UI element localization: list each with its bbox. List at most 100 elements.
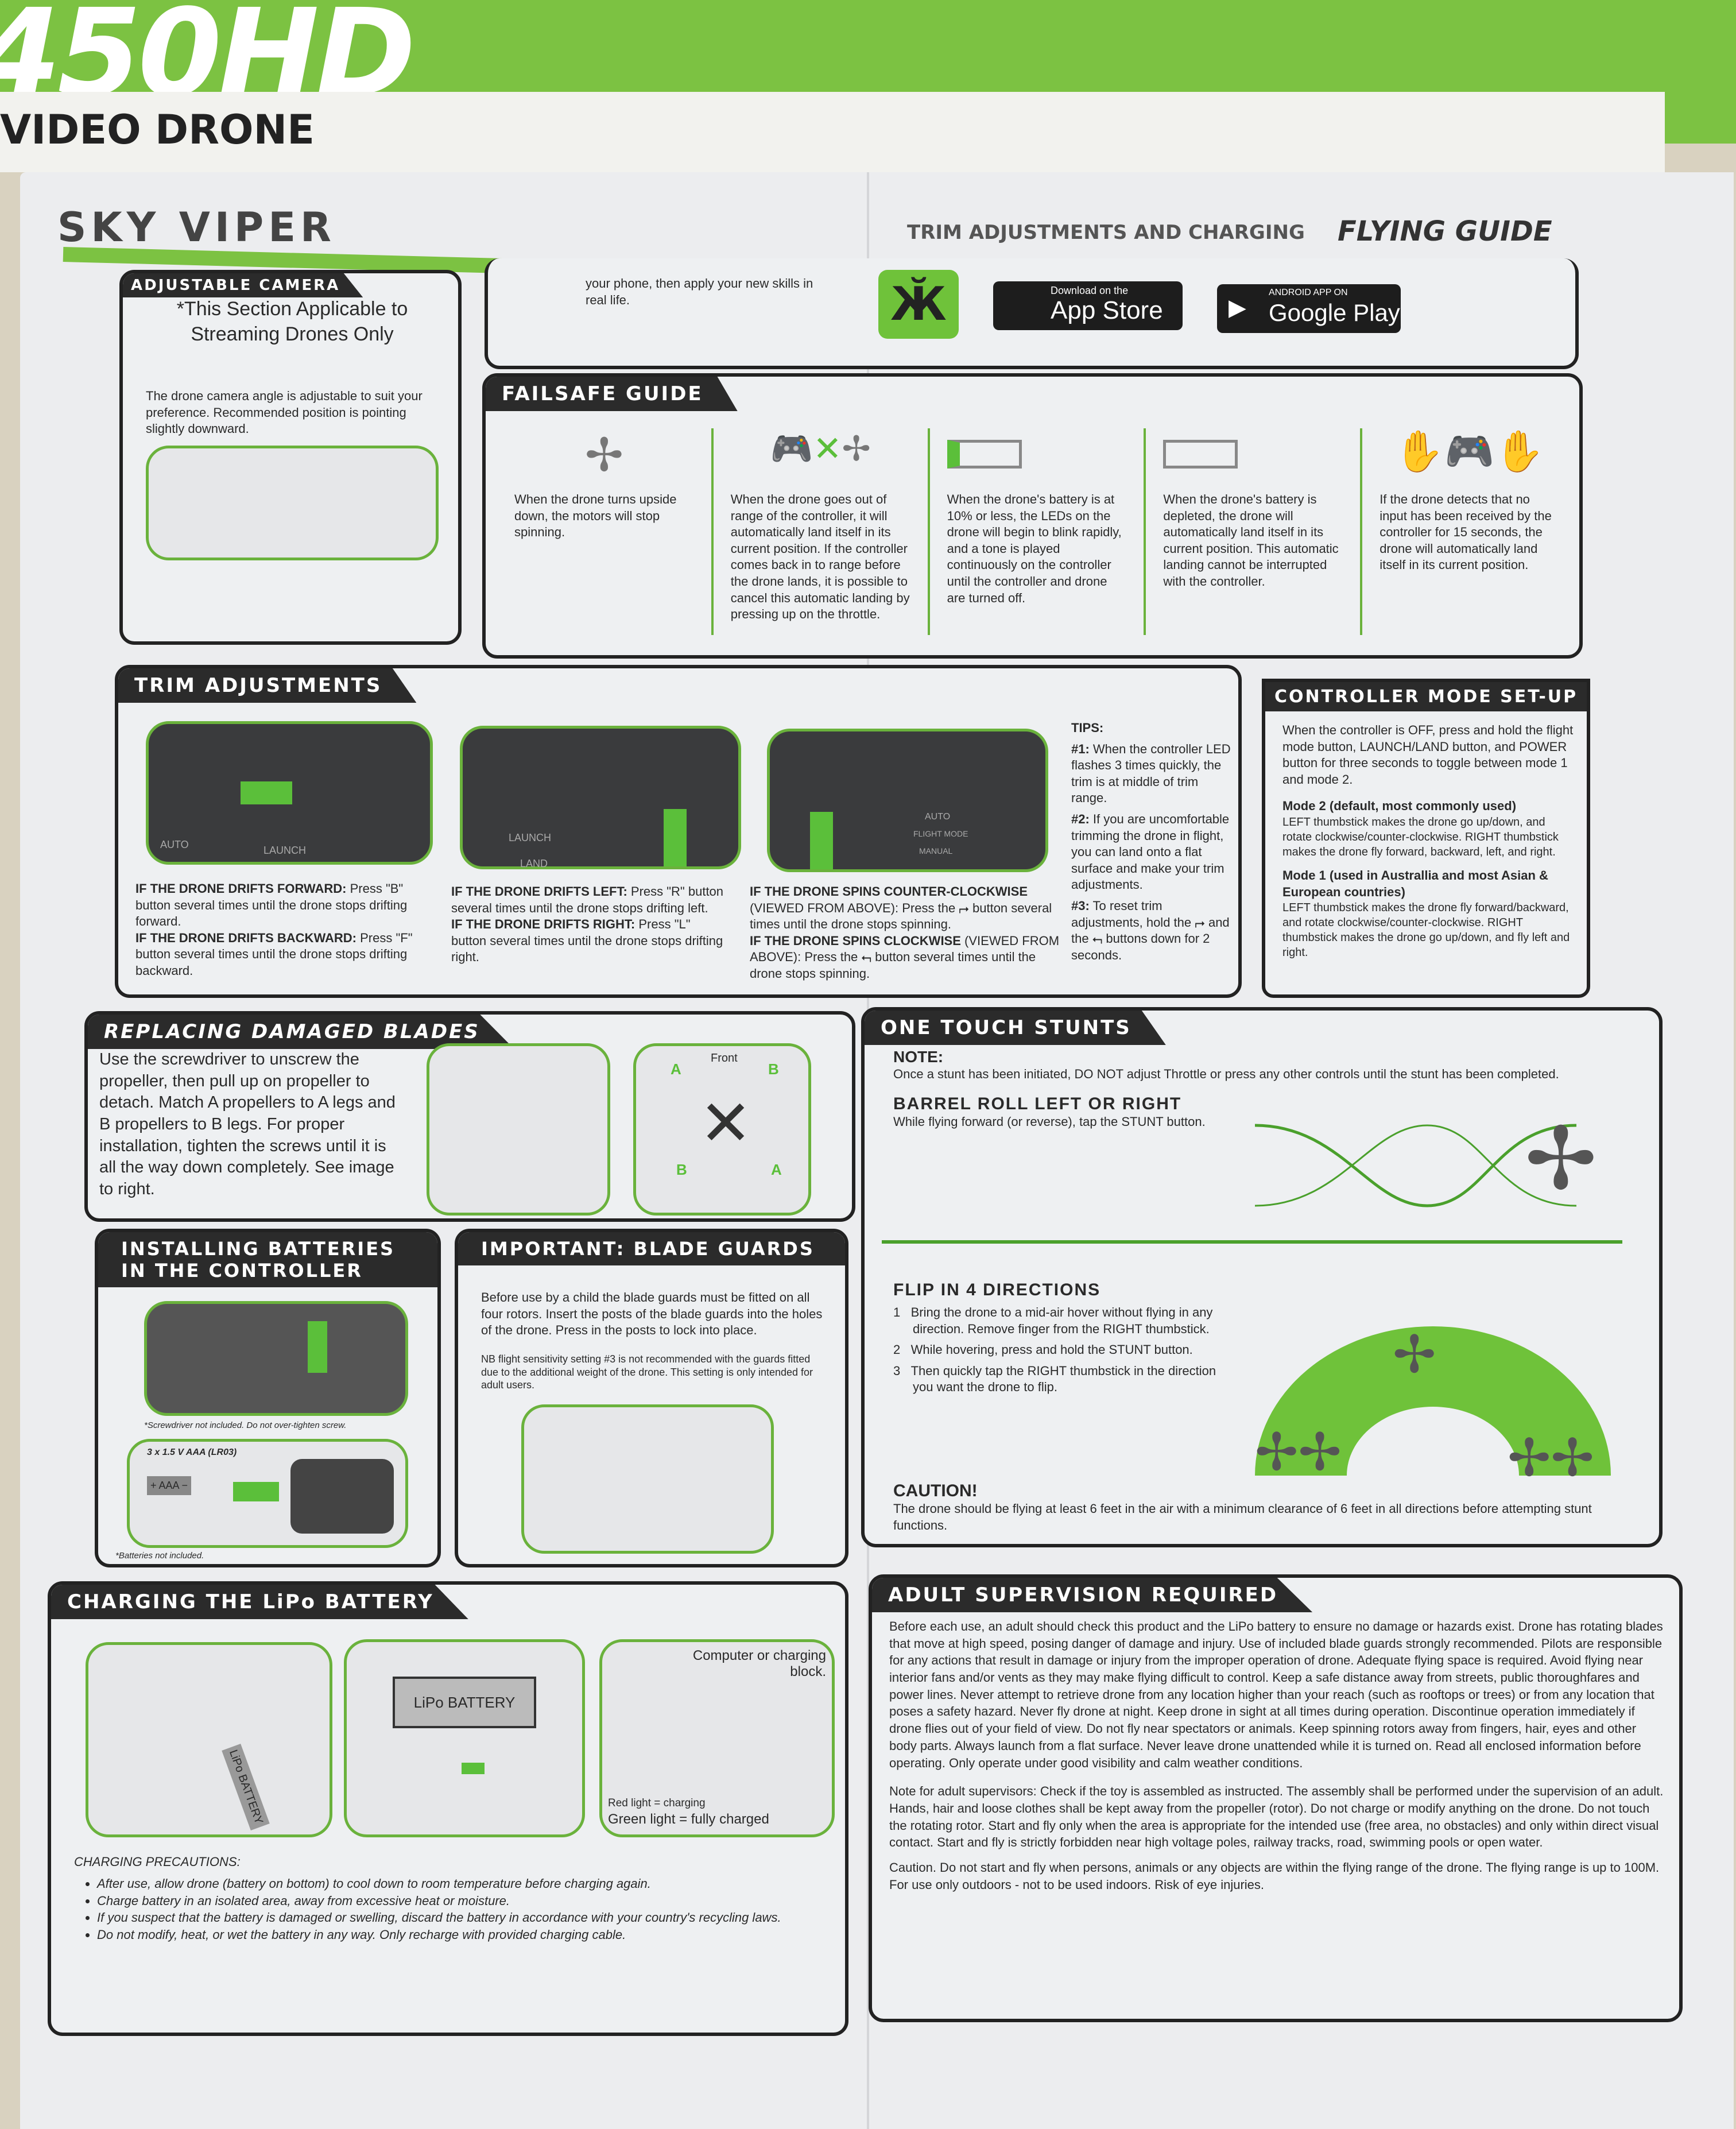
leg-label-a: A — [671, 1060, 681, 1078]
failsafe-text: If the drone detects that no input has b… — [1380, 492, 1552, 572]
camera-body: The drone camera angle is adjustable to … — [146, 389, 423, 436]
leg-label-b: B — [768, 1060, 779, 1078]
blades-section: REPLACING DAMAGED BLADES Use the screwdr… — [84, 1011, 855, 1222]
trim-heading: IF THE DRONE DRIFTS FORWARD: — [135, 881, 347, 896]
controller-mode-body: When the controller is OFF, press and ho… — [1282, 722, 1575, 960]
trim-col-1: IF THE DRONE DRIFTS FORWARD: Press "B" b… — [135, 881, 434, 980]
computer-label: Computer or charging block. — [692, 1648, 826, 1679]
trim-section: TRIM ADJUSTMENTS AUTO LAUNCH LAUNCH LAND… — [115, 665, 1242, 998]
mode-2-body: LEFT thumbstick makes the drone go up/do… — [1282, 815, 1559, 858]
app-store-button[interactable]: Download on the App Store — [993, 281, 1183, 330]
red-light-label: Red light = charging — [608, 1797, 706, 1809]
flip-title: FLIP IN 4 DIRECTIONS — [893, 1280, 1101, 1299]
failsafe-text: When the drone goes out of range of the … — [730, 492, 910, 622]
batteries-section: INSTALLING BATTERIES IN THE CONTROLLER *… — [95, 1229, 441, 1567]
trim-body: Press "F" button several times until the… — [135, 930, 413, 978]
precaution-item: Do not modify, heat, or wet the battery … — [97, 1926, 820, 1944]
trim-tips: TIPS: #1: When the controller LED flashe… — [1071, 720, 1232, 963]
hands-off-icon: ✋🎮✋ — [1394, 429, 1545, 474]
step-text: While hovering, press and hold the STUNT… — [910, 1342, 1193, 1357]
green-divider — [882, 1240, 1622, 1244]
failsafe-item: ✋🎮✋ If the drone detects that no input ha… — [1380, 428, 1559, 635]
trim-heading: IF THE DRONE SPINS CLOCKWISE — [750, 933, 961, 948]
caution-title: CAUTION! — [893, 1481, 978, 1500]
arrow-right-icon — [233, 1482, 279, 1501]
google-play-label: Google Play — [1269, 299, 1400, 326]
controller-mode-title: CONTROLLER MODE SET-UP — [1265, 682, 1587, 711]
drone-top-icon: ✕ — [699, 1088, 753, 1159]
empty-battery-icon — [1163, 428, 1343, 491]
blade-guard-illustration — [521, 1404, 774, 1554]
divider — [711, 428, 714, 635]
barrel-roll-title: BARREL ROLL LEFT OR RIGHT — [893, 1094, 1182, 1113]
adult-note: Note for adult supervisors: Check if the… — [889, 1784, 1664, 1850]
mode-1-title: Mode 1 (used in Australlia and most Asia… — [1282, 868, 1548, 899]
svg-text:✢: ✢ — [1525, 1114, 1597, 1207]
trim-title: TRIM ADJUSTMENTS — [118, 668, 417, 703]
precaution-item: Charge battery in an isolated area, away… — [97, 1892, 820, 1910]
battery-cable-illustration: LiPo BATTERY — [344, 1639, 585, 1837]
barrel-roll-illustration: ✢ — [1255, 1114, 1597, 1207]
trim-body: Press "B" button several times until the… — [135, 881, 408, 929]
step-number: 3 — [893, 1363, 901, 1378]
tip-number: #2: — [1071, 811, 1090, 826]
stunts-section: ONE TOUCH STUNTS NOTE: Once a stunt has … — [861, 1007, 1663, 1547]
arrow-up-icon — [664, 809, 687, 866]
app-body: your phone, then apply your new skills i… — [586, 276, 813, 307]
arrow-down-icon — [308, 1321, 327, 1373]
adult-caution: Caution. Do not start and fly when perso… — [889, 1860, 1660, 1892]
usb-charger-illustration: Computer or charging block. Red light = … — [599, 1639, 835, 1837]
aaa-battery: + AAA − — [147, 1476, 192, 1495]
failsafe-text: When the drone's battery is at 10% or le… — [947, 492, 1122, 605]
trim-heading: IF THE DRONE DRIFTS LEFT: — [451, 884, 627, 899]
trim-body: (VIEWED FROM ABOVE): Press the ⮢ button … — [750, 933, 1060, 981]
guards-body: Before use by a child the blade guards m… — [481, 1290, 823, 1338]
propeller-illustration — [427, 1043, 610, 1216]
battery-label-rotated: LiPo BATTERY — [222, 1743, 270, 1831]
adult-title: ADULT SUPERVISION REQUIRED — [872, 1578, 1313, 1612]
launch-label: LAUNCH — [264, 845, 307, 856]
svg-text:✢✢: ✢✢ — [1508, 1430, 1594, 1481]
batteries-note: *Batteries not included. — [115, 1551, 204, 1561]
blade-guards-section: IMPORTANT: BLADE GUARDS Before use by a … — [455, 1229, 848, 1567]
failsafe-item: 🎮✕✢When the drone goes out of range of t… — [731, 428, 910, 635]
guards-nb: NB flight sensitivity setting #3 is not … — [481, 1353, 813, 1391]
flip-illustration: ✢✢✢✢✢ — [1255, 1326, 1611, 1481]
launch-label: LAUNCH — [509, 832, 552, 843]
precaution-item: If you suspect that the battery is damag… — [97, 1909, 820, 1926]
batteries-title: INSTALLING BATTERIES IN THE CONTROLLER — [98, 1232, 437, 1287]
arrow-up-icon — [810, 812, 833, 869]
battery-spec: 3 x 1.5 V AAA (LR03) — [147, 1447, 237, 1457]
divider — [1360, 428, 1363, 635]
drone-battery-illustration: LiPo BATTERY — [86, 1642, 332, 1837]
flight-mode-label: FLIGHT MODE — [913, 829, 968, 838]
controller-trim-image: AUTO FLIGHT MODE MANUAL — [767, 729, 1048, 872]
trim-col-2: IF THE DRONE DRIFTS LEFT: Press "R" butt… — [451, 884, 727, 966]
step-number: 1 — [893, 1305, 901, 1319]
trim-heading: IF THE DRONE DRIFTS RIGHT: — [451, 917, 636, 932]
camera-title: ADJUSTABLE CAMERA — [123, 273, 363, 297]
barrel-roll-text: While flying forward (or reverse), tap t… — [893, 1114, 1206, 1129]
note-text: Once a stunt has been initiated, DO NOT … — [893, 1067, 1559, 1081]
app-icon: Ӂ — [878, 270, 959, 339]
trim-body: (VIEWED FROM ABOVE): Press the ⮣ button … — [750, 900, 1052, 932]
blades-body: Use the screwdriver to unscrew the prope… — [99, 1050, 396, 1199]
arrow-right-icon — [241, 781, 292, 804]
tip-text: If you are uncomfortable trimming the dr… — [1071, 811, 1230, 892]
svg-text:✢: ✢ — [1393, 1326, 1436, 1384]
precaution-item: After use, allow drone (battery on botto… — [97, 1875, 820, 1892]
aaa-battery-illustration: 3 x 1.5 V AAA (LR03) + AAA − — [127, 1439, 408, 1548]
google-play-button[interactable]: ▶ ANDROID APP ON Google Play — [1217, 284, 1401, 333]
mode-intro: When the controller is OFF, press and ho… — [1282, 723, 1574, 787]
app-store-small: Download on the — [1051, 285, 1129, 296]
svg-text:✢✢: ✢✢ — [1255, 1424, 1342, 1481]
tip-number: #3: — [1071, 898, 1090, 913]
guide-title: FLYING GUIDE — [1338, 215, 1552, 247]
charging-precautions: CHARGING PRECAUTIONS: After use, allow d… — [74, 1855, 820, 1944]
stunts-title: ONE TOUCH STUNTS — [865, 1011, 1166, 1045]
app-section: your phone, then apply your new skills i… — [485, 258, 1579, 369]
failsafe-text: When the drone's battery is depleted, th… — [1163, 492, 1339, 589]
adult-body: Before each use, an adult should check t… — [889, 1618, 1664, 1893]
camera-section: ADJUSTABLE CAMERA *This Section Applicab… — [119, 270, 462, 645]
charging-section: CHARGING THE LiPo BATTERY LiPo BATTERY L… — [48, 1581, 848, 2036]
